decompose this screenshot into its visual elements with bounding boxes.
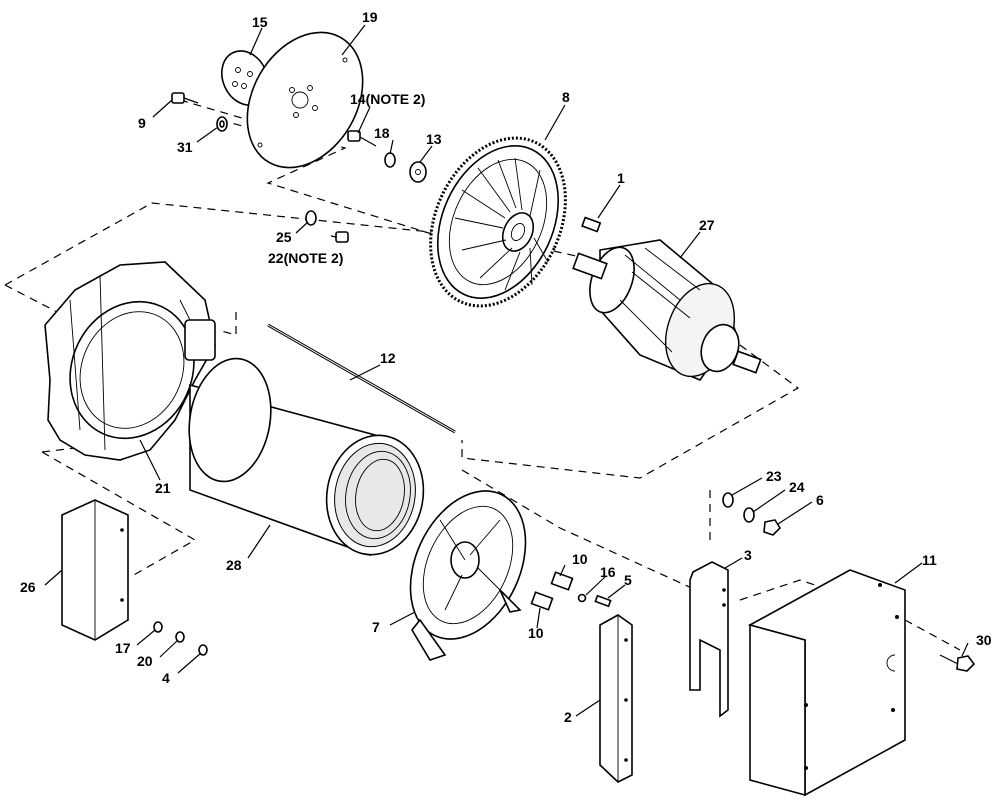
leader-lines [44,24,969,717]
callout-7: 7 [372,619,380,635]
fasteners-lower-left [153,621,208,656]
part-8-fan-flywheel [429,136,567,308]
callout-19: 19 [362,9,378,25]
callout-1: 1 [617,170,625,186]
callout-15: 15 [252,14,268,30]
part-30-bolt [939,654,976,672]
callout-10-lower: 10 [528,625,544,641]
callout-23: 23 [766,468,782,484]
callout-20: 20 [137,653,153,669]
callout-30: 30 [976,632,992,648]
callout-13: 13 [426,131,442,147]
part-2-bracket [599,614,633,783]
callout-14: 14(NOTE 2) [350,91,425,107]
callout-2: 2 [564,709,572,725]
callout-11: 11 [922,552,937,568]
callout-labels: 15 19 9 31 14(NOTE 2) 18 13 8 1 27 25 22… [20,9,992,725]
part-1-key [581,216,602,233]
callout-21: 21 [155,480,171,496]
callout-31: 31 [177,139,193,155]
callout-17: 17 [115,640,131,656]
callout-8: 8 [562,89,570,105]
fasteners-upper-left [171,92,427,243]
part-26-cover [61,499,129,641]
callout-10-upper: 10 [572,551,588,567]
callout-16: 16 [600,564,616,580]
callout-4: 4 [162,670,170,686]
part-27-rotor [572,239,762,381]
callout-26: 26 [20,579,36,595]
callout-22: 22(NOTE 2) [268,250,343,266]
part-11-cover-plate [747,569,906,797]
callout-18: 18 [374,125,390,141]
callout-24: 24 [789,479,805,495]
callout-6: 6 [816,492,824,508]
part-3-bracket [689,561,729,718]
callout-3: 3 [744,547,752,563]
callout-25: 25 [276,229,292,245]
part-19-flex-plate [246,31,364,169]
callout-5: 5 [624,572,632,588]
part-28-stator [188,357,425,557]
callout-12: 12 [380,350,396,366]
callout-28: 28 [226,557,242,573]
callout-27: 27 [699,217,715,233]
part-21-adapter-housing [44,261,216,461]
part-12-tie-rod [267,323,456,434]
part-7-end-bracket [409,490,527,661]
fasteners-right [722,492,782,536]
part-10-brush-holders [530,571,612,611]
callout-9: 9 [138,115,146,131]
